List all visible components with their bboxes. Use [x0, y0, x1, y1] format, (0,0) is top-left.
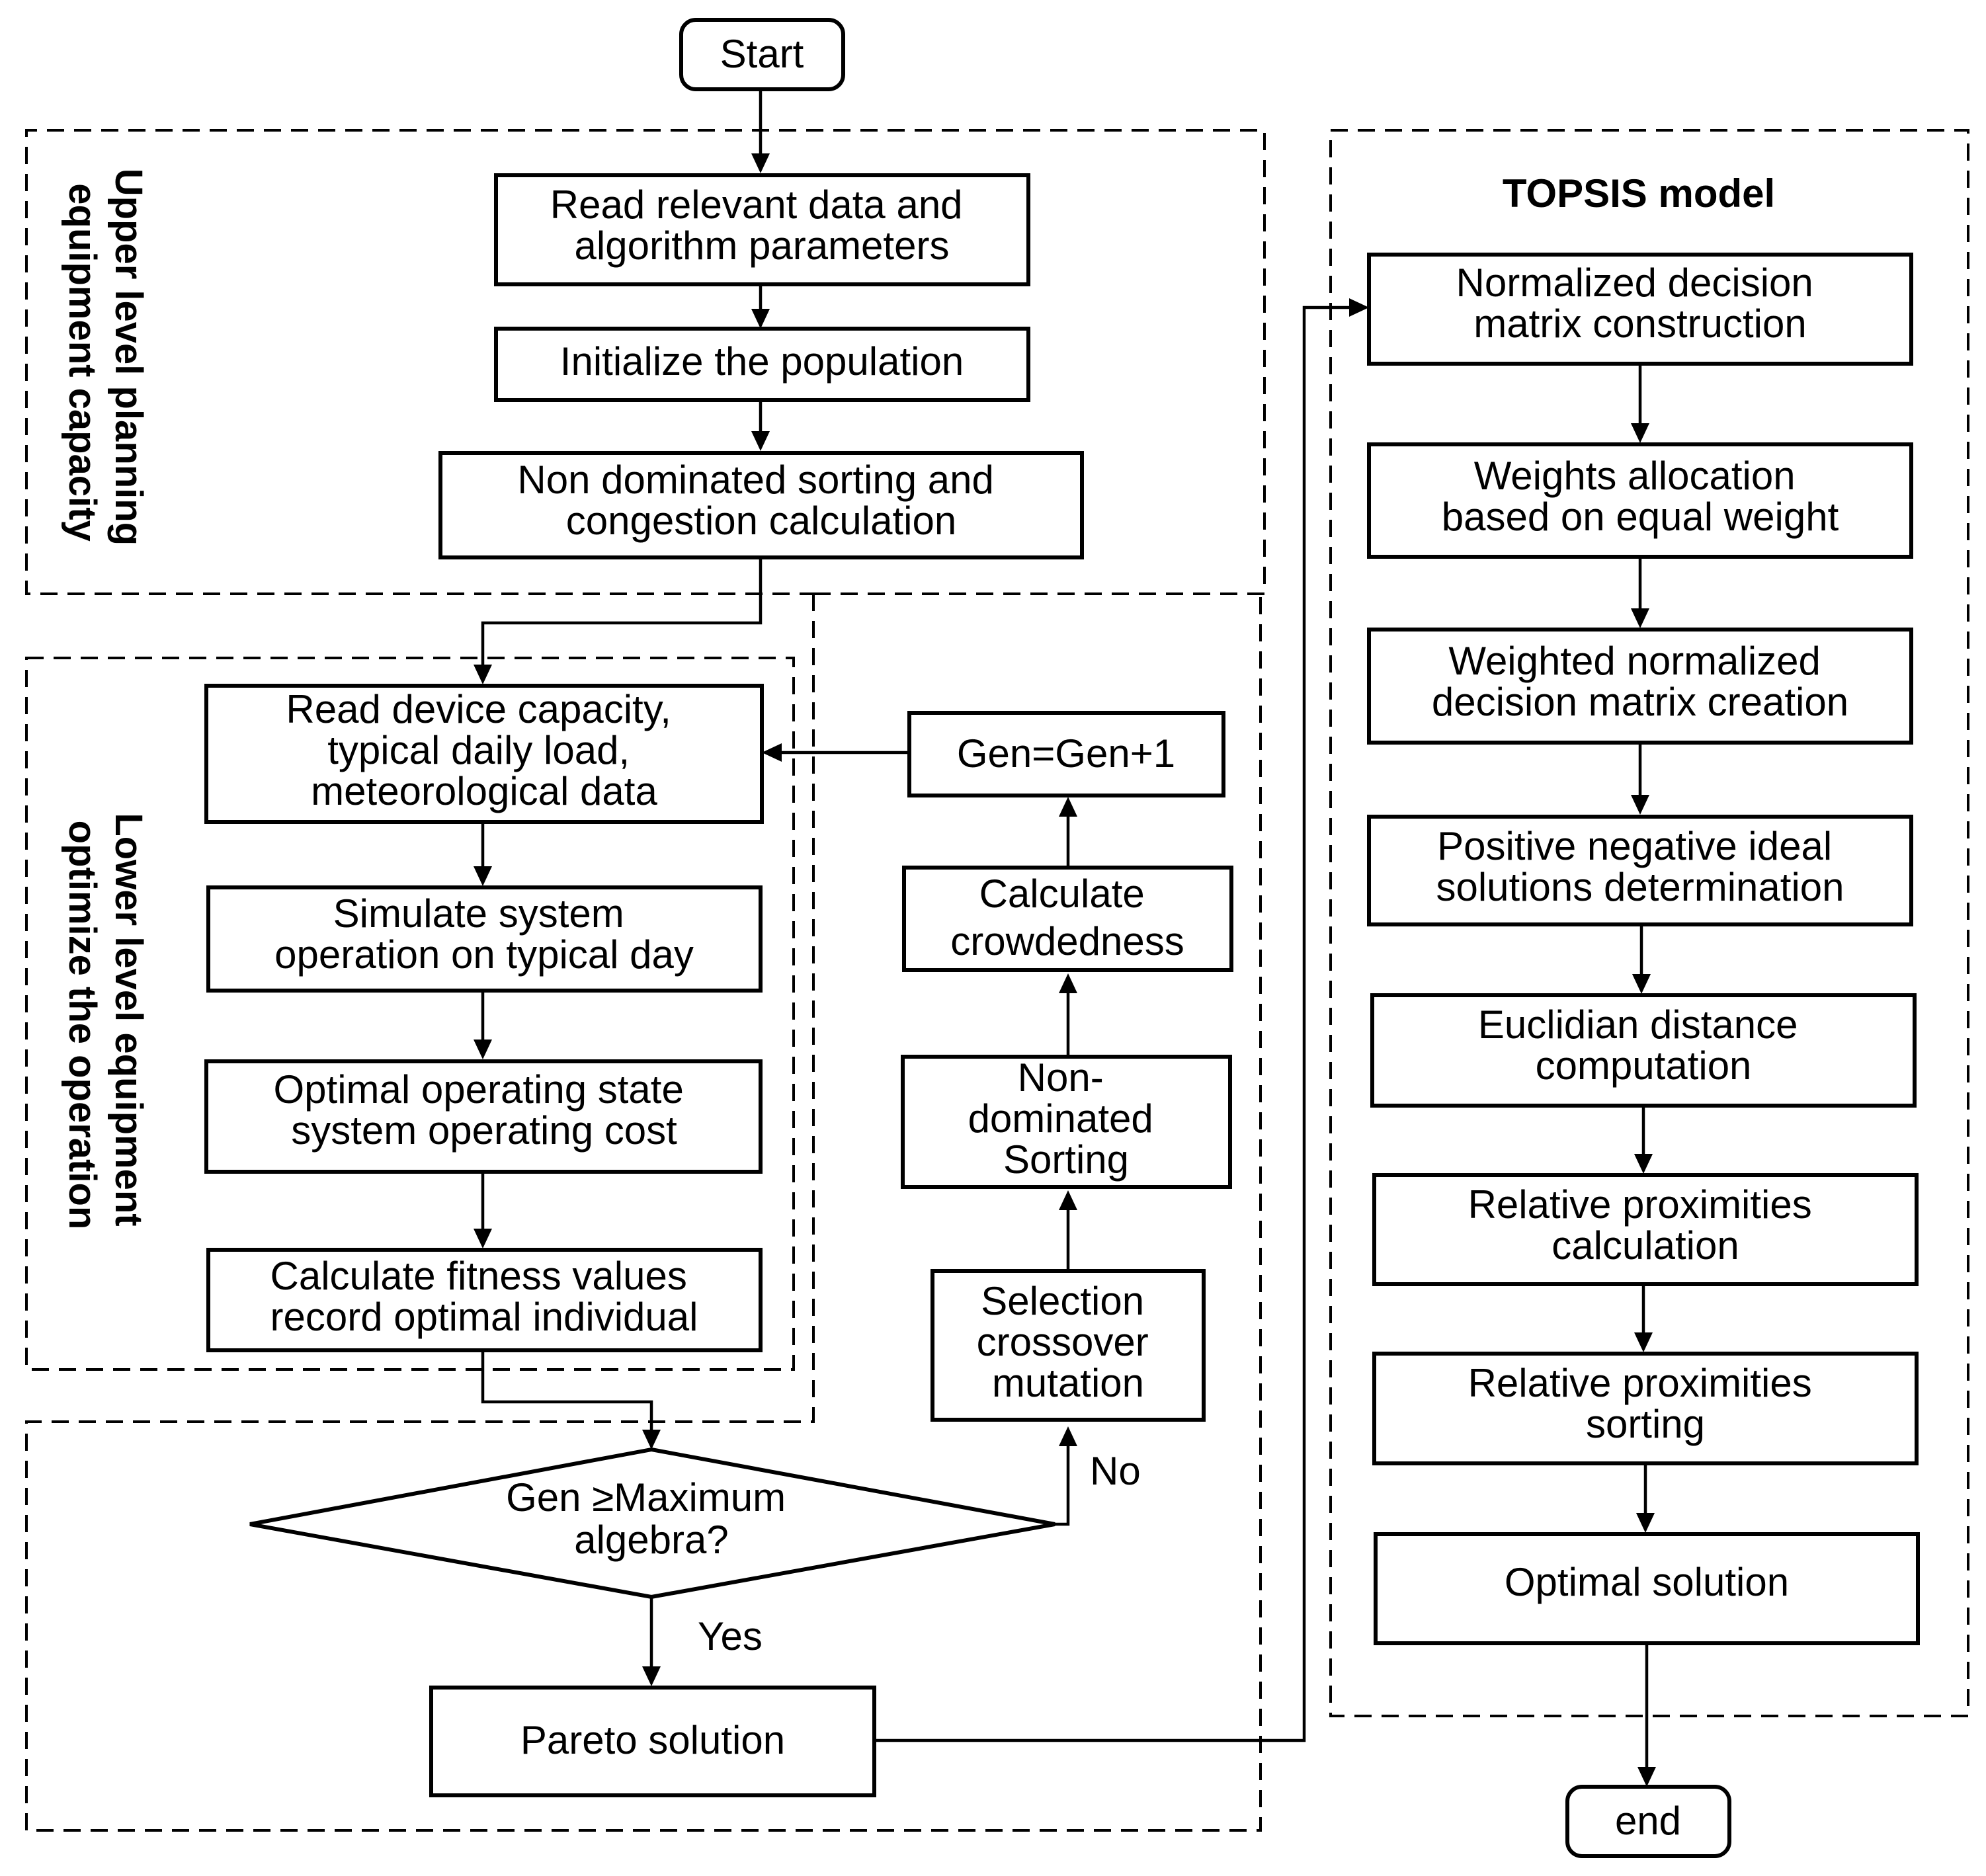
upper-level-region: [25, 129, 1266, 595]
relative-proximities-sort-box: Relative proximities sorting: [1372, 1352, 1919, 1465]
pareto-box: Pareto solution: [429, 1686, 876, 1797]
lower-level-outer-region: [25, 594, 1262, 1832]
simulate-box: Simulate system operation on typical day: [206, 885, 763, 993]
svg-text:Read relevant data and a: Read relevant data and algorithm paramet…: [550, 183, 973, 268]
svg-text:Relative proximities cal: Relative proximities calculation: [1468, 1182, 1823, 1268]
svg-text:Optimal operating state: Optimal operating state system operating…: [273, 1067, 694, 1153]
svg-text:Start: Start: [720, 32, 804, 76]
ideal-solutions-box: Positive negative ideal solutions determ…: [1367, 815, 1913, 926]
init-population-box: Initialize the population: [494, 327, 1030, 402]
svg-text:Read device capacity, ty: Read device capacity, typical daily load…: [286, 687, 682, 813]
svg-text:Gen=Gen+1: Gen=Gen+1: [957, 731, 1175, 776]
svg-text:Relative proximities sor: Relative proximities sorting: [1468, 1361, 1823, 1446]
weighted-matrix-box: Weighted normalized decision matrix crea…: [1367, 628, 1913, 745]
svg-text:Gen ≥Maximum algebra?: Gen ≥Maximum algebra?: [506, 1475, 797, 1562]
topsis-title: TOPSIS model: [1503, 171, 1775, 216]
svg-text:Calculate fitness values: Calculate fitness values record optimal …: [270, 1254, 698, 1339]
read-device-box: Read device capacity, typical daily load…: [204, 684, 764, 824]
nds-congestion-box: Non dominated sorting and congestion cal…: [438, 451, 1084, 559]
lower-level-inner-region: [25, 657, 795, 1371]
crowdedness-box: Calculate crowdedness: [902, 866, 1233, 972]
end-terminal: end: [1565, 1785, 1731, 1858]
upper-level-label: Upper level planning equipment capacity: [61, 169, 150, 557]
decision-diamond: Gen ≥Maximum algebra?: [249, 1447, 1055, 1600]
svg-text:Positive negative ideal: Positive negative ideal solutions determ…: [1436, 824, 1844, 909]
lower-level-label: Lower level equipment optimize the opera…: [61, 813, 150, 1237]
svg-text:Euclidian distance compu: Euclidian distance computation: [1478, 1002, 1809, 1088]
svg-text:Optimal solution: Optimal solution: [1505, 1560, 1789, 1604]
no-label: No: [1090, 1449, 1141, 1493]
start-terminal: Start: [679, 18, 845, 91]
euclidian-distance-box: Euclidian distance computation: [1370, 993, 1917, 1108]
fitness-box: Calculate fitness values record optimal …: [206, 1248, 763, 1352]
svg-text:Pareto solution: Pareto solution: [520, 1718, 785, 1762]
svg-text:Simulate system operatio: Simulate system operation on typical day: [274, 891, 694, 977]
arrow-fitness-to-decision: [481, 1350, 653, 1430]
normalized-matrix-box: Normalized decision matrix construction: [1367, 253, 1913, 366]
svg-text:end: end: [1615, 1799, 1681, 1843]
group-regions: [25, 129, 1969, 1832]
svg-text:Non dominated sorting and: Non dominated sorting and congestion cal…: [517, 458, 1005, 543]
svg-text:Initialize the population: Initialize the population: [560, 339, 964, 384]
arrow-decision-no-to-selection: [1055, 1446, 1070, 1526]
svg-text:Non- dominated Sor: Non- dominated Sorting: [968, 1055, 1165, 1182]
relative-proximities-calc-box: Relative proximities calculation: [1372, 1173, 1919, 1286]
optimal-state-box: Optimal operating state system operating…: [204, 1059, 763, 1174]
svg-text:Normalized decision matr: Normalized decision matrix construction: [1456, 261, 1825, 346]
weights-allocation-box: Weights allocation based on equal weight: [1367, 442, 1913, 559]
read-data-box: Read relevant data and algorithm paramet…: [494, 173, 1030, 286]
yes-label: Yes: [698, 1614, 763, 1658]
nds-box: Non- dominated Sorting: [901, 1055, 1232, 1189]
arrow-nds-to-read-device: [481, 557, 763, 665]
svg-text:Calculate crowdedness: Calculate crowdedness: [950, 872, 1184, 963]
optimal-solution-box: Optimal solution: [1374, 1532, 1920, 1645]
gen-increment-box: Gen=Gen+1: [907, 711, 1225, 797]
selection-box: Selection crossover mutation: [931, 1269, 1206, 1422]
arrow-pareto-to-topsis: [874, 306, 1349, 1742]
svg-text:Weighted normalized deci: Weighted normalized decision matrix crea…: [1432, 639, 1848, 724]
connectors: [474, 89, 1656, 1787]
svg-text:Selection crossover: Selection crossover mutation: [977, 1279, 1160, 1405]
svg-text:Weights allocation based: Weights allocation based on equal weight: [1442, 454, 1839, 539]
